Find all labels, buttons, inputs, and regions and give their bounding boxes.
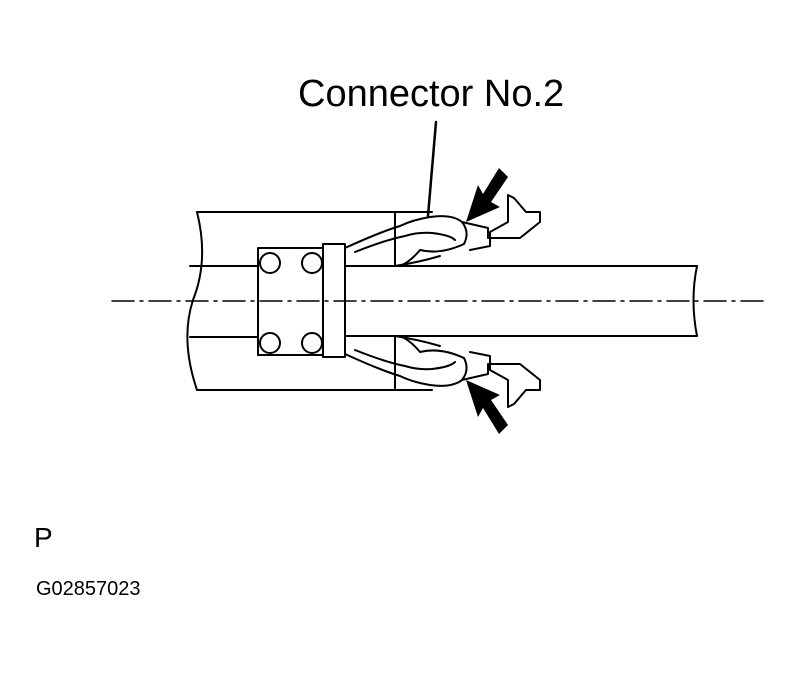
o-ring	[301, 332, 323, 354]
view-code: P	[34, 522, 53, 553]
upper-retainer-clip	[344, 194, 541, 267]
connector-label: Connector No.2	[298, 73, 564, 115]
arrow-icon	[466, 380, 508, 434]
callout-leader-line	[426, 120, 438, 218]
o-ring	[259, 252, 281, 274]
inner-pipe	[344, 265, 698, 337]
lower-retainer-clip	[344, 335, 541, 408]
outer-tube	[186, 211, 433, 391]
o-ring	[259, 332, 281, 354]
arrow-icon	[466, 168, 508, 222]
figure-id: G02857023	[36, 578, 141, 600]
o-ring	[301, 252, 323, 274]
